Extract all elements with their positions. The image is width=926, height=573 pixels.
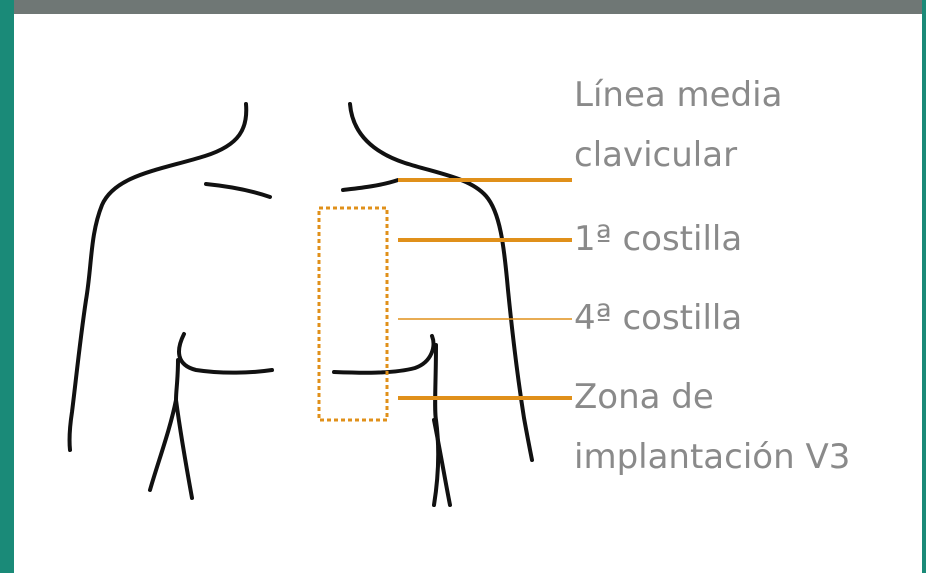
left-inner-line bbox=[174, 398, 194, 500]
right-neck-shoulder bbox=[348, 102, 534, 462]
right-inner-line bbox=[432, 418, 452, 507]
implantation-zone-box bbox=[317, 206, 389, 422]
left-clavicle bbox=[204, 182, 272, 199]
diagram-panel bbox=[14, 14, 922, 573]
label-cuarta-costilla: 4ª costilla bbox=[574, 298, 743, 338]
right-pectoral bbox=[332, 334, 436, 375]
label-clavicular: clavicular bbox=[574, 135, 738, 175]
torso-outline bbox=[67, 102, 534, 507]
label-linea-media: Línea media bbox=[574, 75, 783, 115]
label-zona-de: Zona de bbox=[574, 377, 714, 417]
top-bar bbox=[14, 0, 922, 14]
right-clavicle bbox=[341, 178, 400, 192]
label-implantacion-v3: implantación V3 bbox=[574, 437, 851, 477]
left-pectoral bbox=[177, 332, 274, 375]
left-neck-shoulder bbox=[67, 102, 249, 452]
left-side bbox=[148, 358, 180, 492]
label-primera-costilla: 1ª costilla bbox=[574, 219, 743, 259]
leader-lines bbox=[398, 178, 572, 400]
